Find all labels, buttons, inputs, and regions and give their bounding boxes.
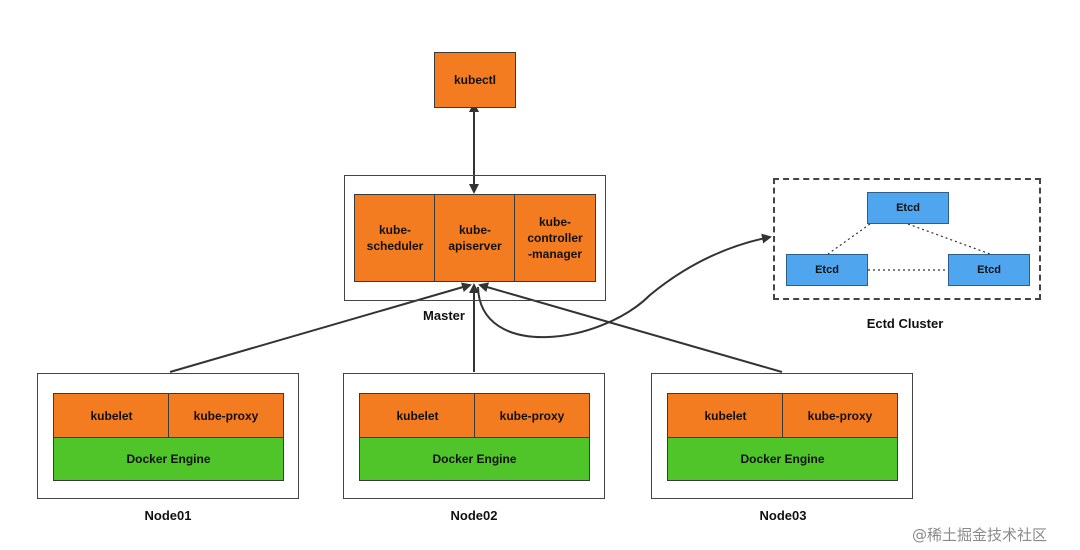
watermark-text: @稀土掘金技术社区	[912, 526, 1048, 544]
kube-controller-manager-label: kube- controller -manager	[527, 215, 583, 261]
node03-kubelet-label: kubelet	[704, 408, 747, 423]
etcd-node-left-label: Etcd	[815, 264, 839, 276]
node03-kube-proxy-box: kube-proxy	[782, 393, 898, 438]
etcd-cluster-caption: Ectd Cluster	[866, 316, 944, 331]
kube-apiserver-box: kube- apiserver	[434, 194, 516, 282]
node01-docker-engine-label: Docker Engine	[126, 452, 211, 466]
node01-kubelet-box: kubelet	[53, 393, 170, 438]
kube-apiserver-label: kube- apiserver	[448, 223, 502, 253]
node03-docker-engine-label: Docker Engine	[740, 452, 825, 466]
kubectl-label: kubectl	[453, 73, 496, 87]
node03-frame	[651, 373, 913, 499]
node02-docker-engine-label: Docker Engine	[432, 452, 517, 466]
node01-kubelet-label: kubelet	[90, 408, 133, 423]
node03-kubelet-box: kubelet	[667, 393, 784, 438]
etcd-node-top-label: Etcd	[896, 202, 920, 214]
apiserver-etcd-arrow	[477, 233, 772, 339]
node01-kube-proxy-label: kube-proxy	[193, 408, 259, 423]
etcd-node-right: Etcd	[948, 254, 1030, 286]
etcd-cluster-frame	[773, 178, 1041, 300]
master-frame	[344, 175, 606, 301]
kube-controller-manager-box: kube- controller -manager	[514, 194, 596, 282]
node02-kubelet-box: kubelet	[359, 393, 476, 438]
node02-docker-engine-box: Docker Engine	[359, 437, 590, 481]
node01-frame	[37, 373, 299, 499]
node03-apiserver-arrow	[478, 282, 783, 373]
node02-kube-proxy-box: kube-proxy	[474, 393, 590, 438]
node01-caption: Node01	[144, 508, 192, 523]
node01-apiserver-arrow	[169, 282, 472, 373]
node02-caption: Node02	[450, 508, 498, 523]
node02-kube-proxy-label: kube-proxy	[499, 408, 565, 423]
etcd-link-top-left	[827, 223, 871, 255]
node01-kube-proxy-box: kube-proxy	[168, 393, 284, 438]
node01-docker-engine-box: Docker Engine	[53, 437, 284, 481]
node02-frame	[343, 373, 605, 499]
node02-kubelet-label: kubelet	[396, 408, 439, 423]
kubectl-box: kubectl	[434, 52, 516, 108]
kube-scheduler-box: kube- scheduler	[354, 194, 436, 282]
node03-kube-proxy-label: kube-proxy	[807, 408, 873, 423]
etcd-node-top: Etcd	[867, 192, 949, 224]
etcd-node-right-label: Etcd	[977, 264, 1001, 276]
node03-docker-engine-box: Docker Engine	[667, 437, 898, 481]
etcd-node-left: Etcd	[786, 254, 868, 286]
kube-scheduler-label: kube- scheduler	[366, 223, 424, 253]
master-caption: Master	[423, 308, 465, 323]
node03-caption: Node03	[759, 508, 807, 523]
